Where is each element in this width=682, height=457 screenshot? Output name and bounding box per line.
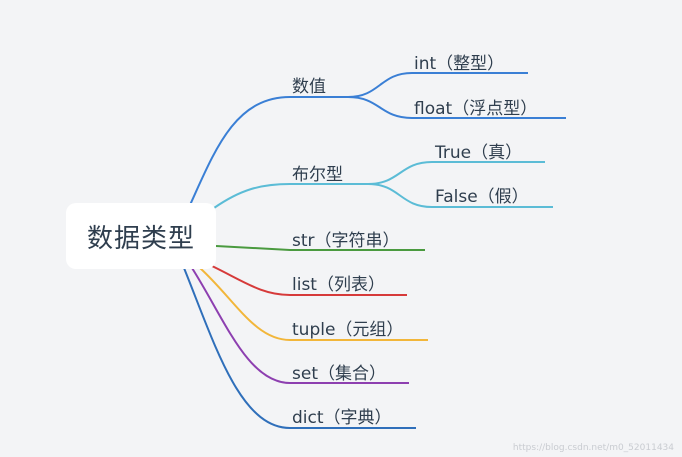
link-numeric-float	[347, 96, 566, 119]
node-list: list（列表）	[292, 270, 385, 295]
link-root-bool	[213, 183, 368, 209]
link-root-dict	[183, 267, 416, 429]
node-tuple-label: tuple（元组）	[292, 320, 404, 340]
node-bool-label: 布尔型	[292, 165, 343, 185]
node-bool: 布尔型	[292, 160, 343, 185]
node-true: True（真）	[435, 138, 522, 163]
node-numeric-label: 数值	[292, 77, 326, 97]
node-float: float（浮点型）	[414, 94, 537, 119]
node-dict-label: dict（字典）	[292, 408, 392, 428]
root-node: 数据类型	[66, 203, 216, 269]
link-root-str	[215, 245, 425, 251]
node-false: False（假）	[435, 182, 529, 207]
node-set: set（集合）	[292, 359, 386, 384]
node-int: int（整型）	[414, 49, 504, 74]
link-root-set	[191, 267, 409, 384]
link-root-tuple	[199, 267, 428, 341]
node-tuple: tuple（元组）	[292, 315, 403, 340]
node-set-label: set（集合）	[292, 364, 386, 384]
link-numeric-int	[347, 72, 528, 98]
node-dict: dict（字典）	[292, 403, 392, 428]
link-root-numeric	[189, 96, 348, 206]
node-str: str（字符串）	[292, 226, 400, 251]
node-false-label: False（假）	[435, 187, 529, 207]
node-float-label: float（浮点型）	[414, 99, 538, 119]
node-int-label: int（整型）	[414, 54, 505, 74]
link-bool-false	[367, 183, 553, 208]
node-numeric: 数值	[292, 72, 326, 97]
link-root-list	[211, 265, 407, 296]
root-label: 数据类型	[86, 223, 195, 254]
watermark: https://blog.csdn.net/m0_52011434	[512, 443, 674, 453]
link-bool-true	[367, 161, 545, 185]
node-true-label: True（真）	[435, 143, 523, 163]
node-list-label: list（列表）	[292, 275, 385, 295]
node-str-label: str（字符串）	[292, 231, 400, 251]
